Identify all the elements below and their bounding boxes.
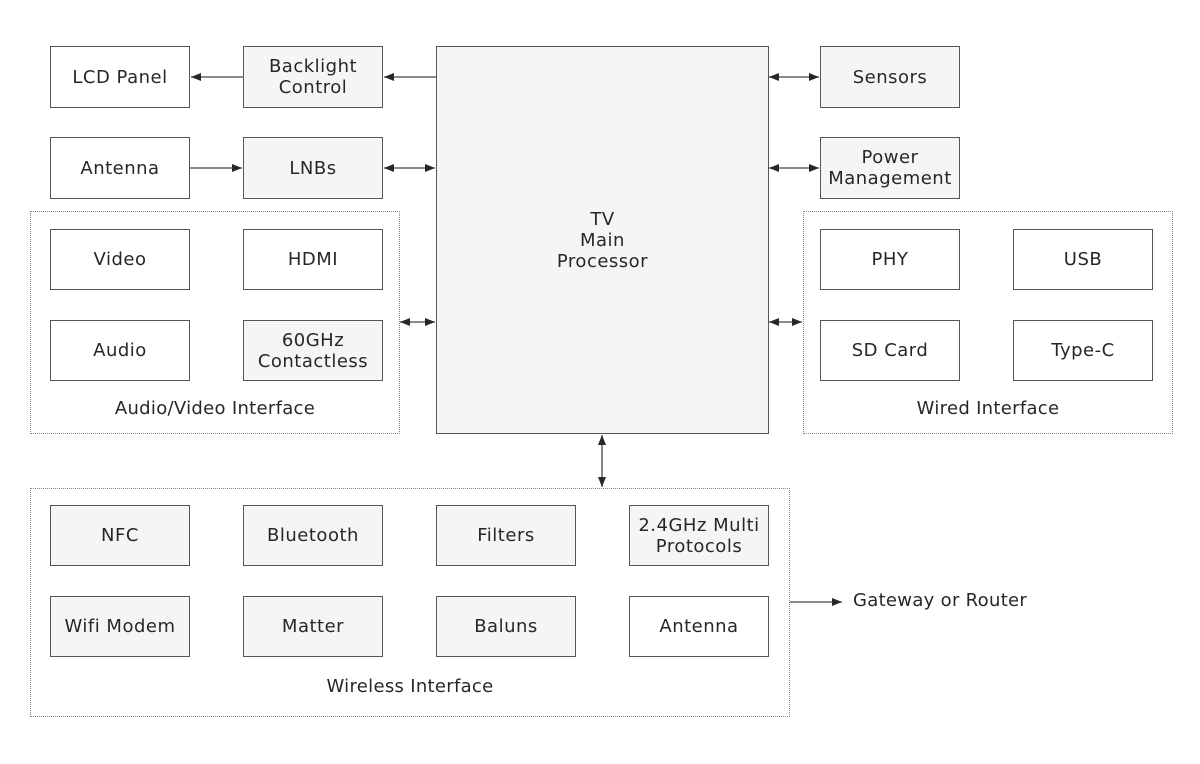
sd-card-block: SD Card [820,320,960,381]
hdmi-block: HDMI [243,229,383,290]
lcd-panel-block: LCD Panel [50,46,190,108]
video-block: Video [50,229,190,290]
wireless-interface-label: Wireless Interface [326,676,494,697]
lnbs-block: LNBs [243,137,383,199]
audio-block: Audio [50,320,190,381]
wifi-modem-block: Wifi Modem [50,596,190,657]
phy-block: PHY [820,229,960,290]
type-c-block: Type-C [1013,320,1153,381]
gateway-router-label: Gateway or Router [853,590,1028,611]
wireless-interface-group: Wireless Interface [30,488,790,717]
av-interface-label: Audio/Video Interface [114,398,316,419]
wired-interface-label: Wired Interface [916,398,1060,419]
matter-block: Matter [243,596,383,657]
bluetooth-block: Bluetooth [243,505,383,566]
backlight-control-block: Backlight Control [243,46,383,108]
sensors-block: Sensors [820,46,960,108]
nfc-block: NFC [50,505,190,566]
wired-interface-group: Wired Interface [803,211,1173,434]
av-interface-group: Audio/Video Interface [30,211,400,434]
filters-block: Filters [436,505,576,566]
multi-protocol-24ghz-block: 2.4GHz Multi Protocols [629,505,769,566]
power-management-block: Power Management [820,137,960,199]
wireless-antenna-block: Antenna [629,596,769,657]
usb-block: USB [1013,229,1153,290]
baluns-block: Baluns [436,596,576,657]
antenna-input-block: Antenna [50,137,190,199]
tv-main-processor: TV Main Processor [436,46,769,434]
contactless-60ghz-block: 60GHz Contactless [243,320,383,381]
